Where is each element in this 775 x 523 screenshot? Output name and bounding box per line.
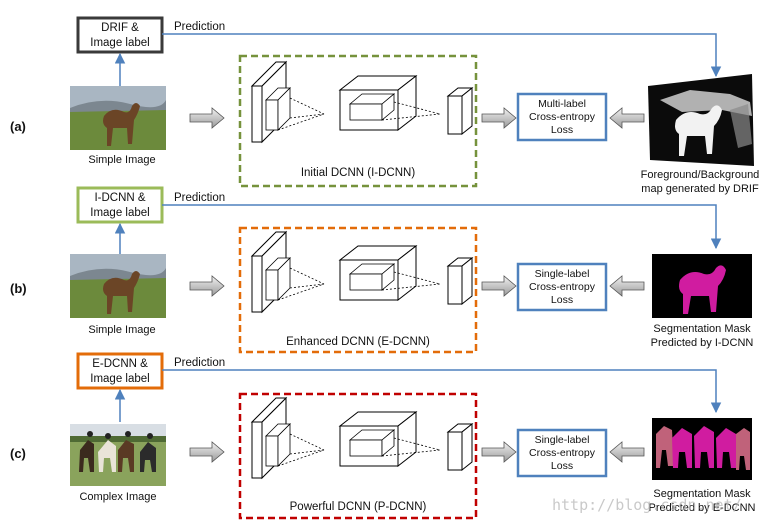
loss-line2: Cross-entropy [529,447,596,459]
arrow-to-loss [481,441,517,463]
arrow-to-dcnn [189,275,225,297]
dcnn-caption: Initial DCNN (I-DCNN) [301,167,416,179]
arrow-from-output [609,275,645,297]
segmentation-mask [652,254,752,318]
dcnn-caption: Powerful DCNN (P-DCNN) [290,501,427,513]
loss-line1: Single-label [535,268,590,280]
loss-line2: Cross-entropy [529,111,596,123]
dcnn-caption: Enhanced DCNN (E-DCNN) [286,336,430,348]
loss-line3: Loss [551,460,573,472]
loss-line3: Loss [551,124,573,136]
row-b: (b) I-DCNN & Image label Prediction Simp… [10,186,754,354]
prediction-label: Prediction [174,192,225,204]
input-box [76,16,164,54]
output-caption-line2: Predicted by E-DCNN [649,502,756,514]
row-label: (b) [10,281,27,296]
input-box-line2: Image label [90,373,149,385]
loss-box [516,92,608,142]
image-caption: Simple Image [88,324,155,336]
foreground-background-map [648,74,754,166]
watermark: http://blog.csdn.net/ [552,496,742,514]
input-image-riders [70,424,166,486]
input-box-line2: Image label [90,37,149,49]
prediction-label: Prediction [174,21,225,33]
prediction-label: Prediction [174,357,225,369]
image-caption: Simple Image [88,154,155,166]
loss-line3: Loss [551,294,573,306]
dcnn-box [238,392,478,520]
output-caption-line2: Predicted by I-DCNN [651,337,754,349]
output-caption-line2: map generated by DRIF [641,183,759,195]
dcnn-box [238,226,478,354]
input-box-line1: E-DCNN & [92,358,148,370]
output-caption-line1: Segmentation Mask [653,488,751,500]
input-box-line2: Image label [90,207,149,219]
arrow-from-output [609,107,645,129]
arrow-to-loss [481,107,517,129]
loss-line2: Cross-entropy [529,281,596,293]
arrow-from-output [609,441,645,463]
loss-line1: Multi-label [538,98,586,110]
cnn-icon [251,61,473,143]
output-caption-line1: Segmentation Mask [653,323,751,335]
cnn-icon [251,231,473,313]
output-caption-line1: Foreground/Background [641,169,760,181]
row-a: (a) DRIF & Image label Prediction Simple… [10,16,760,195]
input-image-horse [70,86,166,150]
prediction-arrow [162,369,722,414]
input-image-horse [70,254,166,318]
segmentation-mask [652,418,752,480]
arrow-to-dcnn [189,441,225,463]
input-box-line1: I-DCNN & [94,192,145,204]
row-label: (a) [10,119,26,134]
arrow-to-dcnn [189,107,225,129]
loss-box [516,428,608,478]
dcnn-box [238,54,478,188]
loss-box [516,262,608,312]
row-c: (c) E-DCNN & Image label Prediction Comp… [10,352,756,520]
arrow-to-loss [481,275,517,297]
input-box-line1: DRIF & [101,22,139,34]
image-caption: Complex Image [79,491,156,503]
prediction-arrow [162,33,722,78]
row-label: (c) [10,446,26,461]
input-box [76,352,164,390]
loss-line1: Single-label [535,434,590,446]
prediction-arrow [162,204,722,250]
cnn-icon [251,397,473,479]
